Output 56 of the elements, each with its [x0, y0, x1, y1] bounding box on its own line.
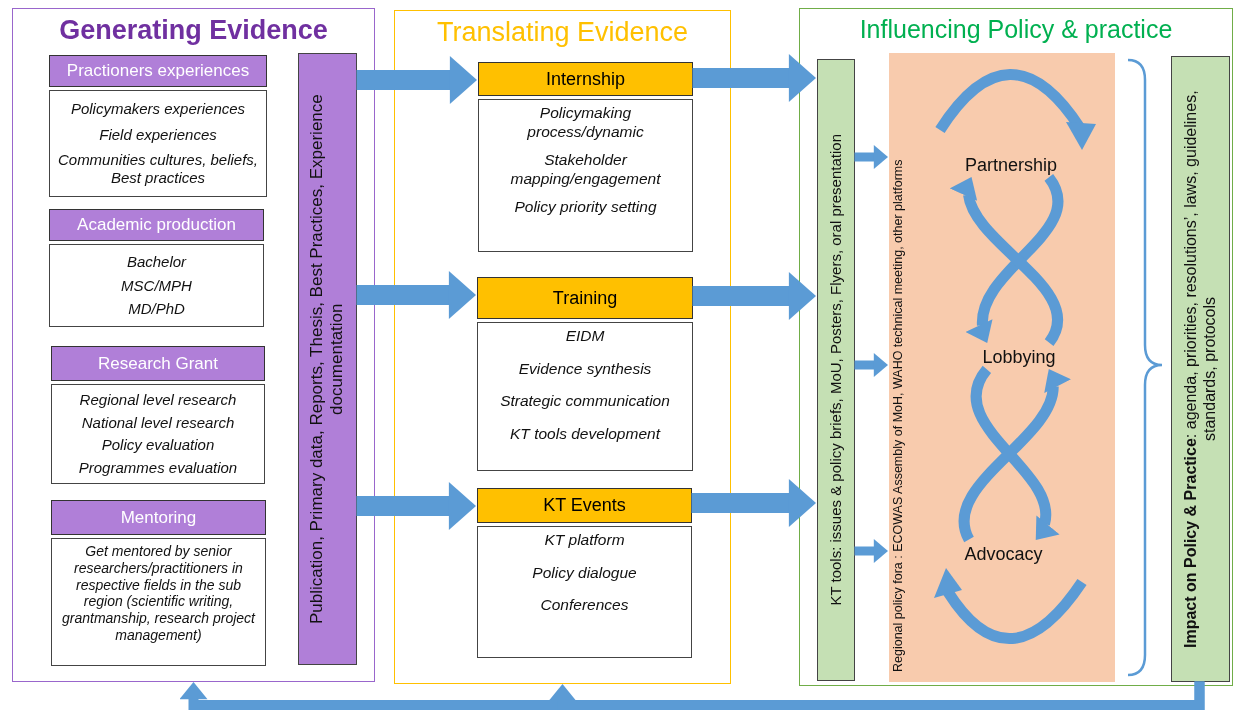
list-item: Policymaking process/dynamic — [526, 104, 645, 142]
vertical-bar — [298, 53, 357, 665]
stage-label: Partnership — [956, 152, 1066, 178]
list-item: EIDM — [565, 327, 605, 346]
arrow — [854, 145, 888, 169]
card-title: Research Grant — [51, 346, 265, 381]
list-item: National level research — [81, 413, 235, 432]
list-item: Get mentored by senior researchers/practitioners in respective fields in the sub region (scientific writing, grantmanship, research project management) — [61, 543, 257, 644]
arrow — [970, 366, 1059, 543]
bar-text: KT tools: issues & policy briefs, MoU, Posters, Flyers, oral presentation — [827, 134, 845, 606]
list-item: Conferences — [540, 596, 629, 615]
list-item: MSC/MPH — [121, 276, 192, 295]
card-title: Internship — [478, 62, 693, 96]
list-item: MD/PhD — [128, 300, 185, 319]
card-title: KT Events — [477, 488, 692, 523]
list-item: Bachelor — [126, 252, 187, 271]
arrow — [692, 272, 816, 320]
arrow — [356, 482, 476, 530]
panel-title: Influencing Policy & practice — [858, 15, 1174, 44]
arrow — [356, 56, 477, 104]
vertical-bar — [817, 59, 855, 681]
bar-text: Impact on Policy & Practice: agenda, priorities, resolutions’, laws, guidelines, standards, protocols — [1181, 89, 1220, 650]
list-item: KT platform — [544, 531, 625, 550]
list-item: Regional level research — [79, 391, 237, 410]
arrow — [692, 54, 816, 102]
card-title: Practioners experiences — [49, 55, 267, 87]
list-item: Policymakers experiences — [70, 100, 246, 119]
list-item: Stakeholder mapping/engagement — [509, 151, 662, 189]
vertical-bar — [1171, 56, 1230, 682]
stage-label: Advocacy — [956, 541, 1051, 567]
list-item: Policy priority setting — [514, 198, 657, 217]
list-item: Strategic communication — [500, 392, 670, 411]
arrow — [548, 681, 1205, 710]
fora-text: Regional policy fora : ECOWAS Assembly of MoH, WAHO technical meeting, other platforms — [891, 158, 906, 672]
list-item: Programmes evaluation — [78, 458, 238, 477]
panel-title: Generating Evidence — [58, 15, 329, 46]
list-item: Evidence synthesis — [518, 359, 652, 379]
arrow — [854, 353, 888, 377]
card-title: Academic production — [49, 209, 264, 241]
list-item: Policy dialogue — [532, 563, 637, 583]
list-item: Policy evaluation — [101, 436, 215, 455]
arrow — [854, 539, 888, 563]
card-title: Training — [477, 277, 693, 319]
panel — [394, 10, 731, 684]
stage-label: Lobbying — [975, 344, 1063, 370]
bar-text: Publication, Primary data, Reports, Thesis, Best Practices, Experience documentation — [307, 93, 348, 626]
arrow — [356, 271, 476, 319]
panel — [799, 8, 1233, 686]
list-item: KT tools development — [510, 424, 660, 444]
card-title: Mentoring — [51, 500, 266, 535]
list-item: Field experiences — [99, 125, 217, 144]
panel — [889, 53, 1115, 682]
list-item: Communities cultures, beliefs, Best practices — [56, 150, 260, 187]
panel-title: Translating Evidence — [435, 17, 690, 48]
arrow — [952, 175, 1063, 346]
panel — [12, 8, 375, 682]
